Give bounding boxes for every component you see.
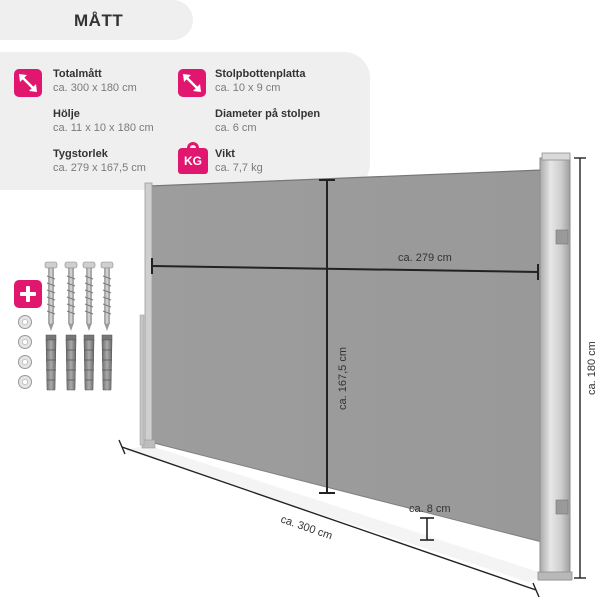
screw-set [44, 261, 114, 331]
spec-value: ca. 279 x 167,5 cm [53, 162, 146, 174]
kg-icon-text: KG [178, 148, 208, 174]
dim-fabric-width: ca. 279 cm [398, 252, 452, 264]
washer-set [18, 315, 32, 389]
wall-plug-set [45, 334, 113, 391]
spec-label: Tygstorlek [53, 148, 108, 160]
spec-value: ca. 11 x 10 x 180 cm [53, 122, 154, 134]
page-title: MÅTT [74, 11, 124, 30]
spec-label: Totalmått [53, 68, 102, 80]
spec-label: Hölje [53, 108, 80, 120]
spec-post-diameter: Diameter på stolpen ca. 6 cm [215, 107, 320, 135]
dim-ground-gap: ca. 8 cm [409, 503, 451, 515]
spec-total: Totalmått ca. 300 x 180 cm [53, 67, 137, 95]
dim-total-height: ca. 180 cm [586, 341, 598, 395]
resize-diagonal-icon [178, 69, 206, 97]
spec-label: Stolpbottenplatta [215, 68, 306, 80]
kg-weight-icon: KG [178, 142, 208, 174]
width-dimension-line [151, 265, 539, 273]
spec-fabric: Tygstorlek ca. 279 x 167,5 cm [53, 147, 146, 175]
screen-fabric [150, 170, 542, 542]
total-length-line [121, 446, 537, 591]
spec-label: Vikt [215, 148, 235, 160]
spec-housing: Hölje ca. 11 x 10 x 180 cm [53, 107, 154, 135]
spec-value: ca. 7,7 kg [215, 162, 263, 174]
dim-fabric-height: ca. 167,5 cm [337, 347, 349, 410]
spec-value: ca. 10 x 9 cm [215, 82, 281, 94]
spec-baseplate: Stolpbottenplatta ca. 10 x 9 cm [215, 67, 305, 95]
resize-diagonal-icon [14, 69, 42, 97]
ground-shadow [125, 445, 548, 582]
spec-label: Diameter på stolpen [215, 108, 321, 120]
plus-icon [14, 280, 42, 308]
spec-value: ca. 300 x 180 cm [53, 82, 137, 94]
housing-post [539, 157, 571, 581]
spec-value: ca. 6 cm [215, 122, 257, 134]
left-pole [144, 182, 153, 446]
spec-weight: Vikt ca. 7,7 kg [215, 147, 263, 175]
title-tab: MÅTT [0, 0, 193, 40]
